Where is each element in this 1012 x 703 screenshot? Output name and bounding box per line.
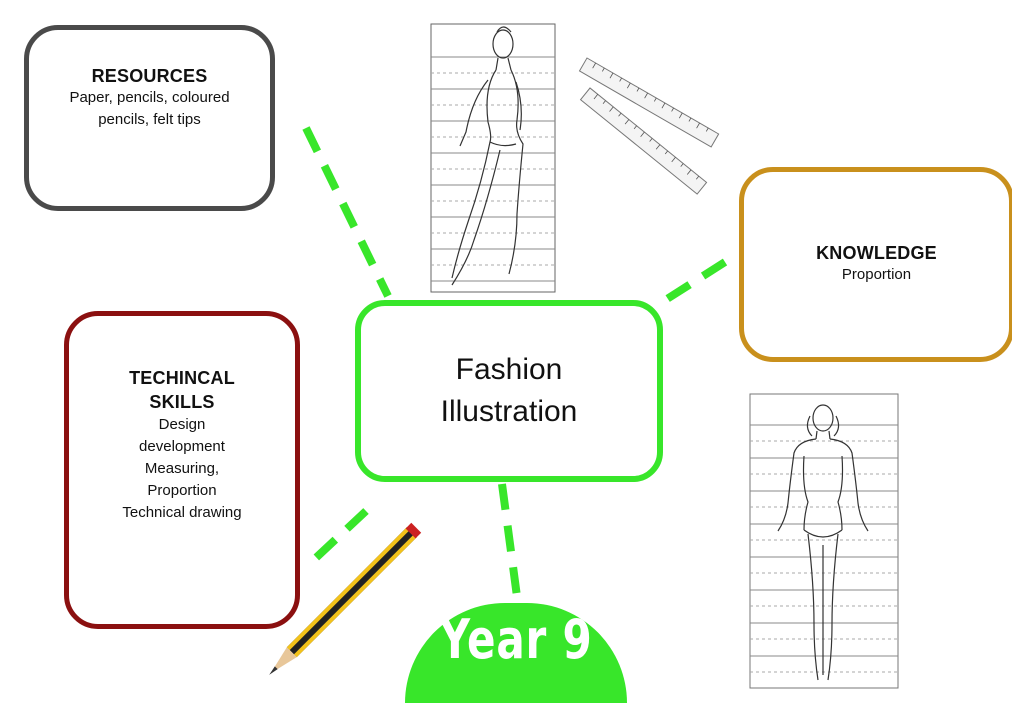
connector-technical bbox=[302, 508, 369, 571]
knowledge-text: Proportion bbox=[841, 266, 912, 283]
technical-line: Measuring, bbox=[144, 460, 220, 477]
connector-year bbox=[498, 483, 522, 605]
resources-box: RESOURCES Paper, pencils, coloured penci… bbox=[24, 25, 275, 211]
year-badge: Year 9 bbox=[405, 603, 627, 703]
technical-heading: TECHINCAL SKILLS bbox=[129, 368, 235, 412]
resources-heading: RESOURCES bbox=[91, 66, 208, 86]
resources-text: Paper, pencils, coloured pencils, felt t… bbox=[69, 89, 230, 128]
center-topic-box: Fashion Illustration bbox=[355, 300, 663, 482]
technical-line: Proportion bbox=[147, 482, 217, 499]
center-title-line2: Illustration bbox=[440, 395, 578, 428]
year-badge-text: Year 9 bbox=[439, 608, 593, 671]
knowledge-box: KNOWLEDGE Proportion bbox=[739, 167, 1012, 362]
connector-resources bbox=[302, 126, 392, 298]
center-title-line1: Fashion bbox=[455, 353, 563, 386]
connector-knowledge bbox=[653, 258, 728, 310]
knowledge-heading: KNOWLEDGE bbox=[816, 243, 937, 263]
technical-line: development bbox=[139, 438, 225, 455]
technical-line: Design bbox=[158, 416, 206, 433]
technical-skills-box: TECHINCAL SKILLS Design development Meas… bbox=[64, 311, 300, 629]
technical-line: Technical drawing bbox=[122, 504, 242, 521]
